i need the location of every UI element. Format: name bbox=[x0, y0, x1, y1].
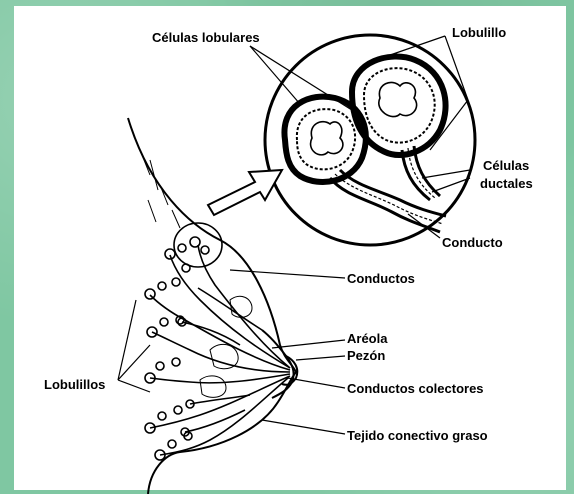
magnify-arrow bbox=[208, 170, 282, 215]
label-celulas: Células bbox=[483, 158, 529, 173]
label-celulas-lobulares: Células lobulares bbox=[152, 30, 260, 45]
label-ductales: ductales bbox=[480, 176, 533, 191]
mammary-duct-tree bbox=[145, 223, 290, 460]
label-lobulillos: Lobulillos bbox=[44, 377, 105, 392]
breast-leader-lines bbox=[118, 270, 345, 434]
label-conducto: Conducto bbox=[442, 235, 503, 250]
label-tejido-conectivo: Tejido conectivo graso bbox=[347, 428, 488, 443]
label-conductos-colectores: Conductos colectores bbox=[347, 381, 484, 396]
label-conductos: Conductos bbox=[347, 271, 415, 286]
label-areola: Aréola bbox=[347, 331, 388, 346]
label-pezon: Pezón bbox=[347, 348, 385, 363]
label-lobulillo: Lobulillo bbox=[452, 25, 506, 40]
magnified-lobule-view bbox=[250, 35, 475, 245]
